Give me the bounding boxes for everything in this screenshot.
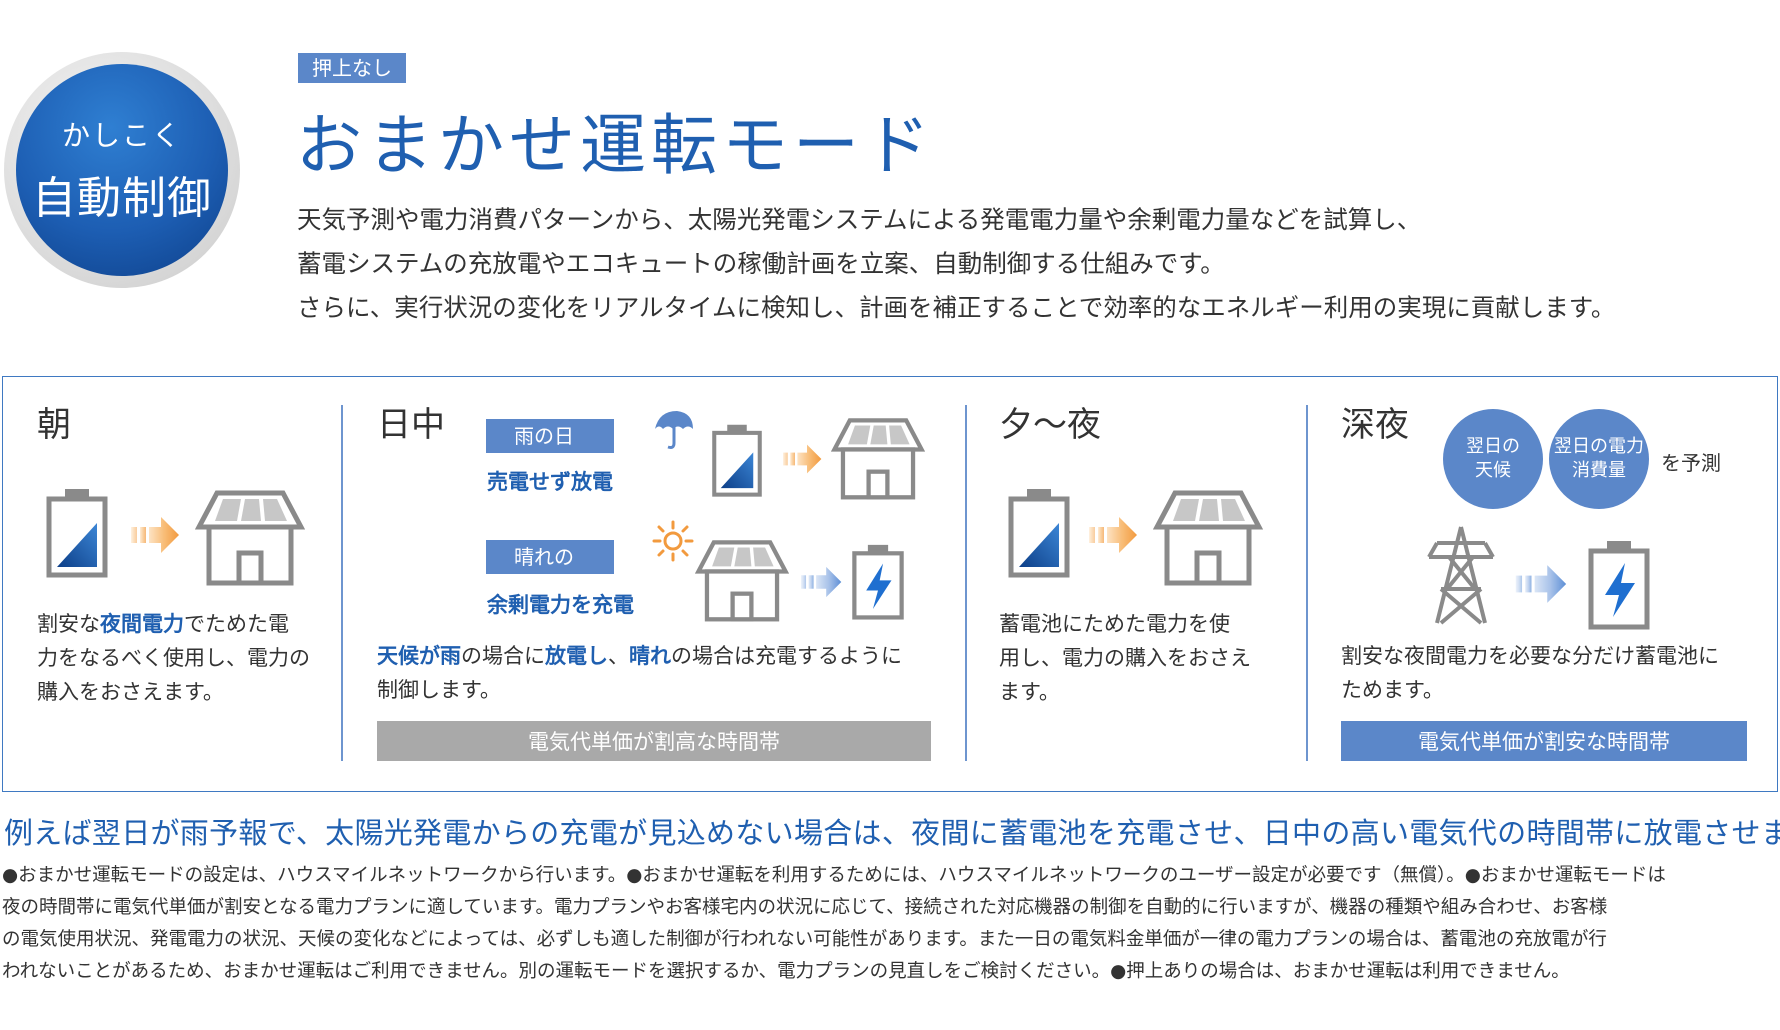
smart-control-badge: かしこく 自動制御 bbox=[4, 52, 240, 288]
notes-paragraph: ●おまかせ運転モードの設定は、ハウスマイルネットワークから行います。●おまかせ運… bbox=[2, 860, 1778, 988]
text-fragment: 割安な bbox=[37, 612, 100, 636]
text-fragment: でためた電 bbox=[184, 612, 289, 636]
text-fragment: 、 bbox=[608, 644, 629, 668]
section-title-morning: 朝 bbox=[37, 405, 71, 445]
badge-line2: 自動制御 bbox=[32, 173, 212, 224]
text-highlight: 放電し bbox=[545, 644, 608, 668]
badge-line1: かしこく bbox=[61, 119, 182, 152]
section-divider bbox=[1306, 405, 1308, 761]
section-divider bbox=[341, 405, 343, 761]
sunny-day-chip: 晴れの日 bbox=[486, 540, 614, 603]
section-title-daytime: 日中 bbox=[377, 405, 445, 445]
battery-icon bbox=[1007, 487, 1071, 579]
rain-day-label: 売電せず放電 bbox=[487, 470, 613, 494]
text-fragment: の場合に bbox=[461, 644, 545, 668]
sunny-day-label: 余剰電力を充電 bbox=[487, 593, 634, 617]
badge-inner: かしこく 自動制御 bbox=[16, 64, 228, 276]
text-line: 翌日の電力 bbox=[1554, 436, 1644, 457]
intro-line: さらに、実行状況の変化をリアルタイムに検知し、計画を補正することで効率的なエネル… bbox=[297, 293, 1616, 322]
sun-icon bbox=[652, 520, 694, 562]
battery-charge-icon bbox=[851, 543, 905, 621]
text-fragment: の場合は充電するように bbox=[671, 644, 902, 668]
forecast-consumption-circle: 翌日の電力消費量 bbox=[1549, 409, 1649, 509]
text-line: 用し、電力の購入をおさえ bbox=[999, 646, 1251, 670]
note-line: われないことがあるため、おまかせ運転はご利用できません。別の運転モードを選択する… bbox=[2, 961, 1570, 982]
intro-line: 蓄電システムの充放電やエコキュートの稼働計画を立案、自動制御する仕組みです。 bbox=[297, 249, 1225, 278]
timeline-panel: 朝 割安な夜間電力でためた電 力をなるべく使用し、電力の 購入をおさえます。 日… bbox=[2, 376, 1778, 792]
text-fragment: 購入をおさえます。 bbox=[37, 680, 224, 704]
text-line: 蓄電池にためた電力を使 bbox=[999, 612, 1230, 636]
section-text-evening: 蓄電池にためた電力を使 用し、電力の購入をおさえ ます。 bbox=[999, 607, 1299, 709]
intro-line: 天気予測や電力消費パターンから、太陽光発電システムによる発電電力量や余剰電力量な… bbox=[297, 205, 1422, 234]
battery-icon bbox=[45, 487, 109, 579]
arrow-right-icon bbox=[783, 443, 823, 475]
forecast-weather-circle: 翌日の天候 bbox=[1443, 409, 1543, 509]
text-line: ためます。 bbox=[1341, 678, 1444, 702]
example-statement: 例えば翌日が雨予報で、太陽光発電からの充電が見込めない場合は、夜間に蓄電池を充電… bbox=[4, 816, 1780, 850]
section-text-morning: 割安な夜間電力でためた電 力をなるべく使用し、電力の 購入をおさえます。 bbox=[37, 607, 327, 709]
battery-icon bbox=[711, 423, 763, 498]
page-title: おまかせ運転モード bbox=[296, 107, 935, 184]
section-text-latenight: 割安な夜間電力を必要な分だけ蓄電池に ためます。 bbox=[1341, 639, 1761, 707]
rain-day-chip: 雨の日 bbox=[486, 419, 614, 453]
house-solar-icon bbox=[195, 487, 305, 587]
section-divider bbox=[965, 405, 967, 761]
note-line: の電気使用状況、発電電力の状況、天候の変化などによっては、必ずしも適した制御が行… bbox=[2, 929, 1607, 950]
text-line: 割安な夜間電力を必要な分だけ蓄電池に bbox=[1341, 644, 1719, 668]
text-highlight: 天候が雨 bbox=[377, 644, 461, 668]
house-solar-icon bbox=[1153, 487, 1263, 587]
umbrella-icon bbox=[655, 411, 693, 449]
intro-paragraph: 天気予測や電力消費パターンから、太陽光発電システムによる発電電力量や余剰電力量な… bbox=[297, 198, 1757, 330]
house-solar-icon bbox=[831, 415, 925, 501]
section-title-evening: 夕〜夜 bbox=[999, 405, 1101, 445]
forecast-suffix: を予測 bbox=[1661, 451, 1721, 475]
section-title-latenight: 深夜 bbox=[1341, 405, 1409, 445]
note-line: ●おまかせ運転モードの設定は、ハウスマイルネットワークから行います。●おまかせ運… bbox=[2, 865, 1666, 886]
cheap-hours-band: 電気代単価が割安な時間帯 bbox=[1341, 721, 1747, 761]
text-line: 翌日の bbox=[1466, 436, 1520, 457]
text-line: 消費量 bbox=[1572, 460, 1626, 481]
arrow-right-icon bbox=[801, 565, 843, 599]
text-highlight: 夜間電力 bbox=[100, 612, 184, 636]
text-fragment: 力をなるべく使用し、電力の bbox=[37, 646, 310, 670]
text-line: 天候 bbox=[1475, 460, 1511, 481]
expensive-hours-band: 電気代単価が割高な時間帯 bbox=[377, 721, 931, 761]
condition-tag: 押上なし bbox=[298, 53, 406, 83]
note-line: 夜の時間帯に電気代単価が割安となる電力プランに適しています。電力プランやお客様宅… bbox=[2, 897, 1608, 918]
text-highlight: 晴れ bbox=[629, 644, 671, 668]
power-tower-icon bbox=[1427, 526, 1495, 625]
section-text-daytime: 天候が雨の場合に放電し、晴れの場合は充電するように 制御します。 bbox=[377, 639, 957, 707]
arrow-right-icon bbox=[1089, 515, 1139, 555]
text-fragment: 制御します。 bbox=[377, 678, 501, 702]
arrow-right-icon bbox=[1515, 563, 1569, 605]
house-solar-icon bbox=[695, 537, 789, 623]
battery-charge-icon bbox=[1587, 539, 1651, 631]
text-line: ます。 bbox=[999, 680, 1060, 704]
arrow-right-icon bbox=[131, 515, 181, 555]
